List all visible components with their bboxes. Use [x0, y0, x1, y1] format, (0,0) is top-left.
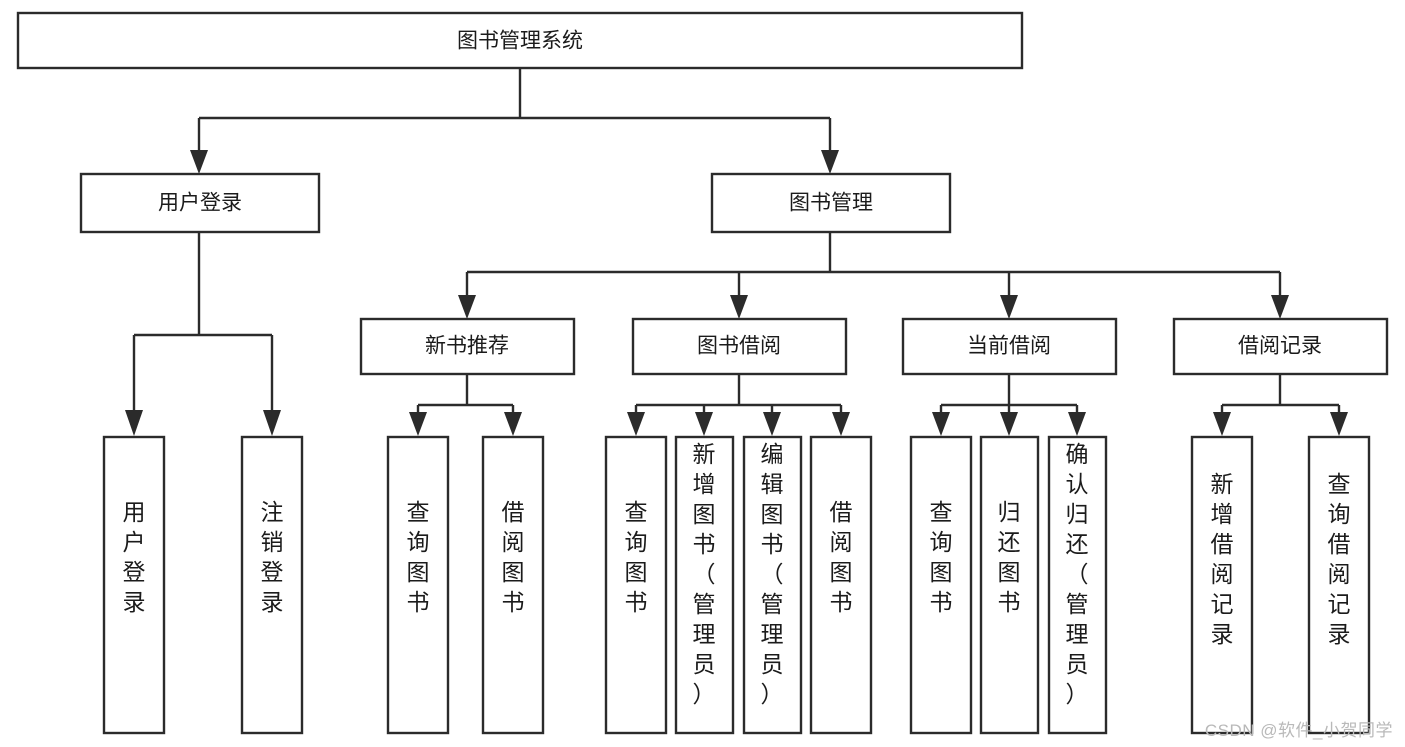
leaf-nb-query-book-box[interactable] [386, 435, 450, 735]
leaf-cb-query-book-box[interactable] [909, 435, 973, 735]
leaf-bb-edit-book-label: 编辑图书（管理员） [761, 441, 784, 707]
leaf-cb-return-book-label: 归还图书 [998, 499, 1021, 615]
node-borrow-record[interactable]: 借阅记录 [1172, 317, 1389, 376]
node-user-login[interactable]: 用户登录 [79, 172, 321, 234]
leaf-nb-borrow-book-box[interactable] [481, 435, 545, 735]
leaf-nb-query-book-label: 查询图书 [407, 499, 430, 615]
arrow-head-cb-return-book [1000, 412, 1018, 436]
leaf-nb-borrow-book-label: 借阅图书 [502, 499, 525, 615]
arrow-head-leaf-user-login [125, 410, 143, 436]
leaf-logout-box[interactable] [240, 435, 304, 735]
node-borrow-record-box[interactable] [1172, 317, 1389, 376]
leaf-node-br-add-record[interactable]: 新增借阅记录 [1190, 435, 1254, 735]
leaf-cb-confirm-return-label: 确认归还（管理员） [1066, 441, 1089, 707]
node-root-label: 图书管理系统 [457, 30, 583, 53]
arrow-head-new-book [458, 295, 476, 319]
leaf-node-cb-return-book[interactable]: 归还图书 [979, 435, 1040, 735]
leaf-br-query-record-box[interactable] [1307, 435, 1371, 735]
node-current-borrow[interactable]: 当前借阅 [901, 317, 1118, 376]
arrow-head-bb-query-book [627, 412, 645, 436]
node-current-borrow-label: 当前借阅 [967, 335, 1051, 358]
leaf-node-bb-edit-book[interactable]: 编辑图书（管理员） [742, 435, 803, 735]
arrow-head-nb-borrow-book [504, 412, 522, 436]
node-book-borrow-label: 图书借阅 [697, 335, 781, 358]
node-new-book-recommend-label: 新书推荐 [425, 335, 509, 358]
leaf-br-query-record-label: 查询借阅记录 [1328, 471, 1351, 647]
arrow-head-book-borrow [730, 295, 748, 319]
arrow-head-user-login [190, 150, 208, 174]
arrow-head-borrow-record [1271, 295, 1289, 319]
node-current-borrow-box[interactable] [901, 317, 1118, 376]
leaf-node-nb-borrow-book[interactable]: 借阅图书 [481, 435, 545, 735]
arrow-head-nb-query-book [409, 412, 427, 436]
leaf-node-cb-confirm-return[interactable]: 确认归还（管理员） [1047, 435, 1108, 735]
arrow-head-leaf-logout [263, 410, 281, 436]
leaf-node-logout[interactable]: 注销登录 [240, 435, 304, 735]
leaf-node-bb-borrow-book[interactable]: 借阅图书 [809, 435, 873, 735]
leaf-logout-label: 注销登录 [261, 499, 284, 615]
leaf-node-user-login[interactable]: 用户登录 [102, 435, 166, 735]
leaf-bb-borrow-book-label: 借阅图书 [830, 499, 853, 615]
connectors-root-to-level2 [190, 68, 839, 174]
arrow-head-current-borrow [1000, 295, 1018, 319]
leaf-node-bb-add-book[interactable]: 新增图书（管理员） [674, 435, 735, 735]
arrow-head-bb-borrow-book [832, 412, 850, 436]
leaf-node-nb-query-book[interactable]: 查询图书 [386, 435, 450, 735]
connectors-borrow-record-to-leaves [1213, 374, 1348, 436]
leaf-user-login-box[interactable] [102, 435, 166, 735]
connectors-book-mgmt-to-level3 [458, 232, 1289, 319]
arrow-head-br-query-record [1330, 412, 1348, 436]
arrow-head-br-add-record [1213, 412, 1231, 436]
node-user-login-label: 用户登录 [158, 192, 242, 215]
node-new-book-recommend-box[interactable] [359, 317, 576, 376]
connectors-book-borrow-to-leaves [627, 374, 850, 436]
node-borrow-record-label: 借阅记录 [1238, 335, 1322, 358]
node-book-borrow-box[interactable] [631, 317, 848, 376]
leaf-cb-confirm-return-box[interactable] [1047, 435, 1108, 735]
node-book-borrow[interactable]: 图书借阅 [631, 317, 848, 376]
arrow-head-bb-edit-book [763, 412, 781, 436]
arrow-head-cb-query-book [932, 412, 950, 436]
leaf-br-add-record-label: 新增借阅记录 [1211, 471, 1234, 647]
node-book-management-box[interactable] [710, 172, 952, 234]
node-user-login-box[interactable] [79, 172, 321, 234]
arrow-head-bb-add-book [695, 412, 713, 436]
leaf-bb-query-book-box[interactable] [604, 435, 668, 735]
connectors-user-login-to-leaves [125, 232, 281, 436]
node-new-book-recommend[interactable]: 新书推荐 [359, 317, 576, 376]
connectors-new-book-to-leaves [409, 374, 522, 436]
leaf-cb-query-book-label: 查询图书 [930, 499, 953, 615]
leaf-br-add-record-box[interactable] [1190, 435, 1254, 735]
leaf-bb-query-book-label: 查询图书 [625, 499, 648, 615]
node-root-book-management-system[interactable]: 图书管理系统 [16, 11, 1024, 70]
arrow-head-cb-confirm-return [1068, 412, 1086, 436]
leaf-bb-add-book-box[interactable] [674, 435, 735, 735]
node-book-management[interactable]: 图书管理 [710, 172, 952, 234]
leaf-user-login-label: 用户登录 [123, 499, 146, 615]
leaf-bb-add-book-label: 新增图书（管理员） [693, 441, 716, 707]
leaf-cb-return-book-box[interactable] [979, 435, 1040, 735]
leaf-node-cb-query-book[interactable]: 查询图书 [909, 435, 973, 735]
connectors-current-borrow-to-leaves [932, 374, 1086, 436]
leaf-node-br-query-record[interactable]: 查询借阅记录 [1307, 435, 1371, 735]
leaf-bb-borrow-book-box[interactable] [809, 435, 873, 735]
node-root-box[interactable] [16, 11, 1024, 70]
arrow-head-book-mgmt [821, 150, 839, 174]
node-book-management-label: 图书管理 [789, 192, 873, 215]
leaf-bb-edit-book-box[interactable] [742, 435, 803, 735]
leaf-node-bb-query-book[interactable]: 查询图书 [604, 435, 668, 735]
